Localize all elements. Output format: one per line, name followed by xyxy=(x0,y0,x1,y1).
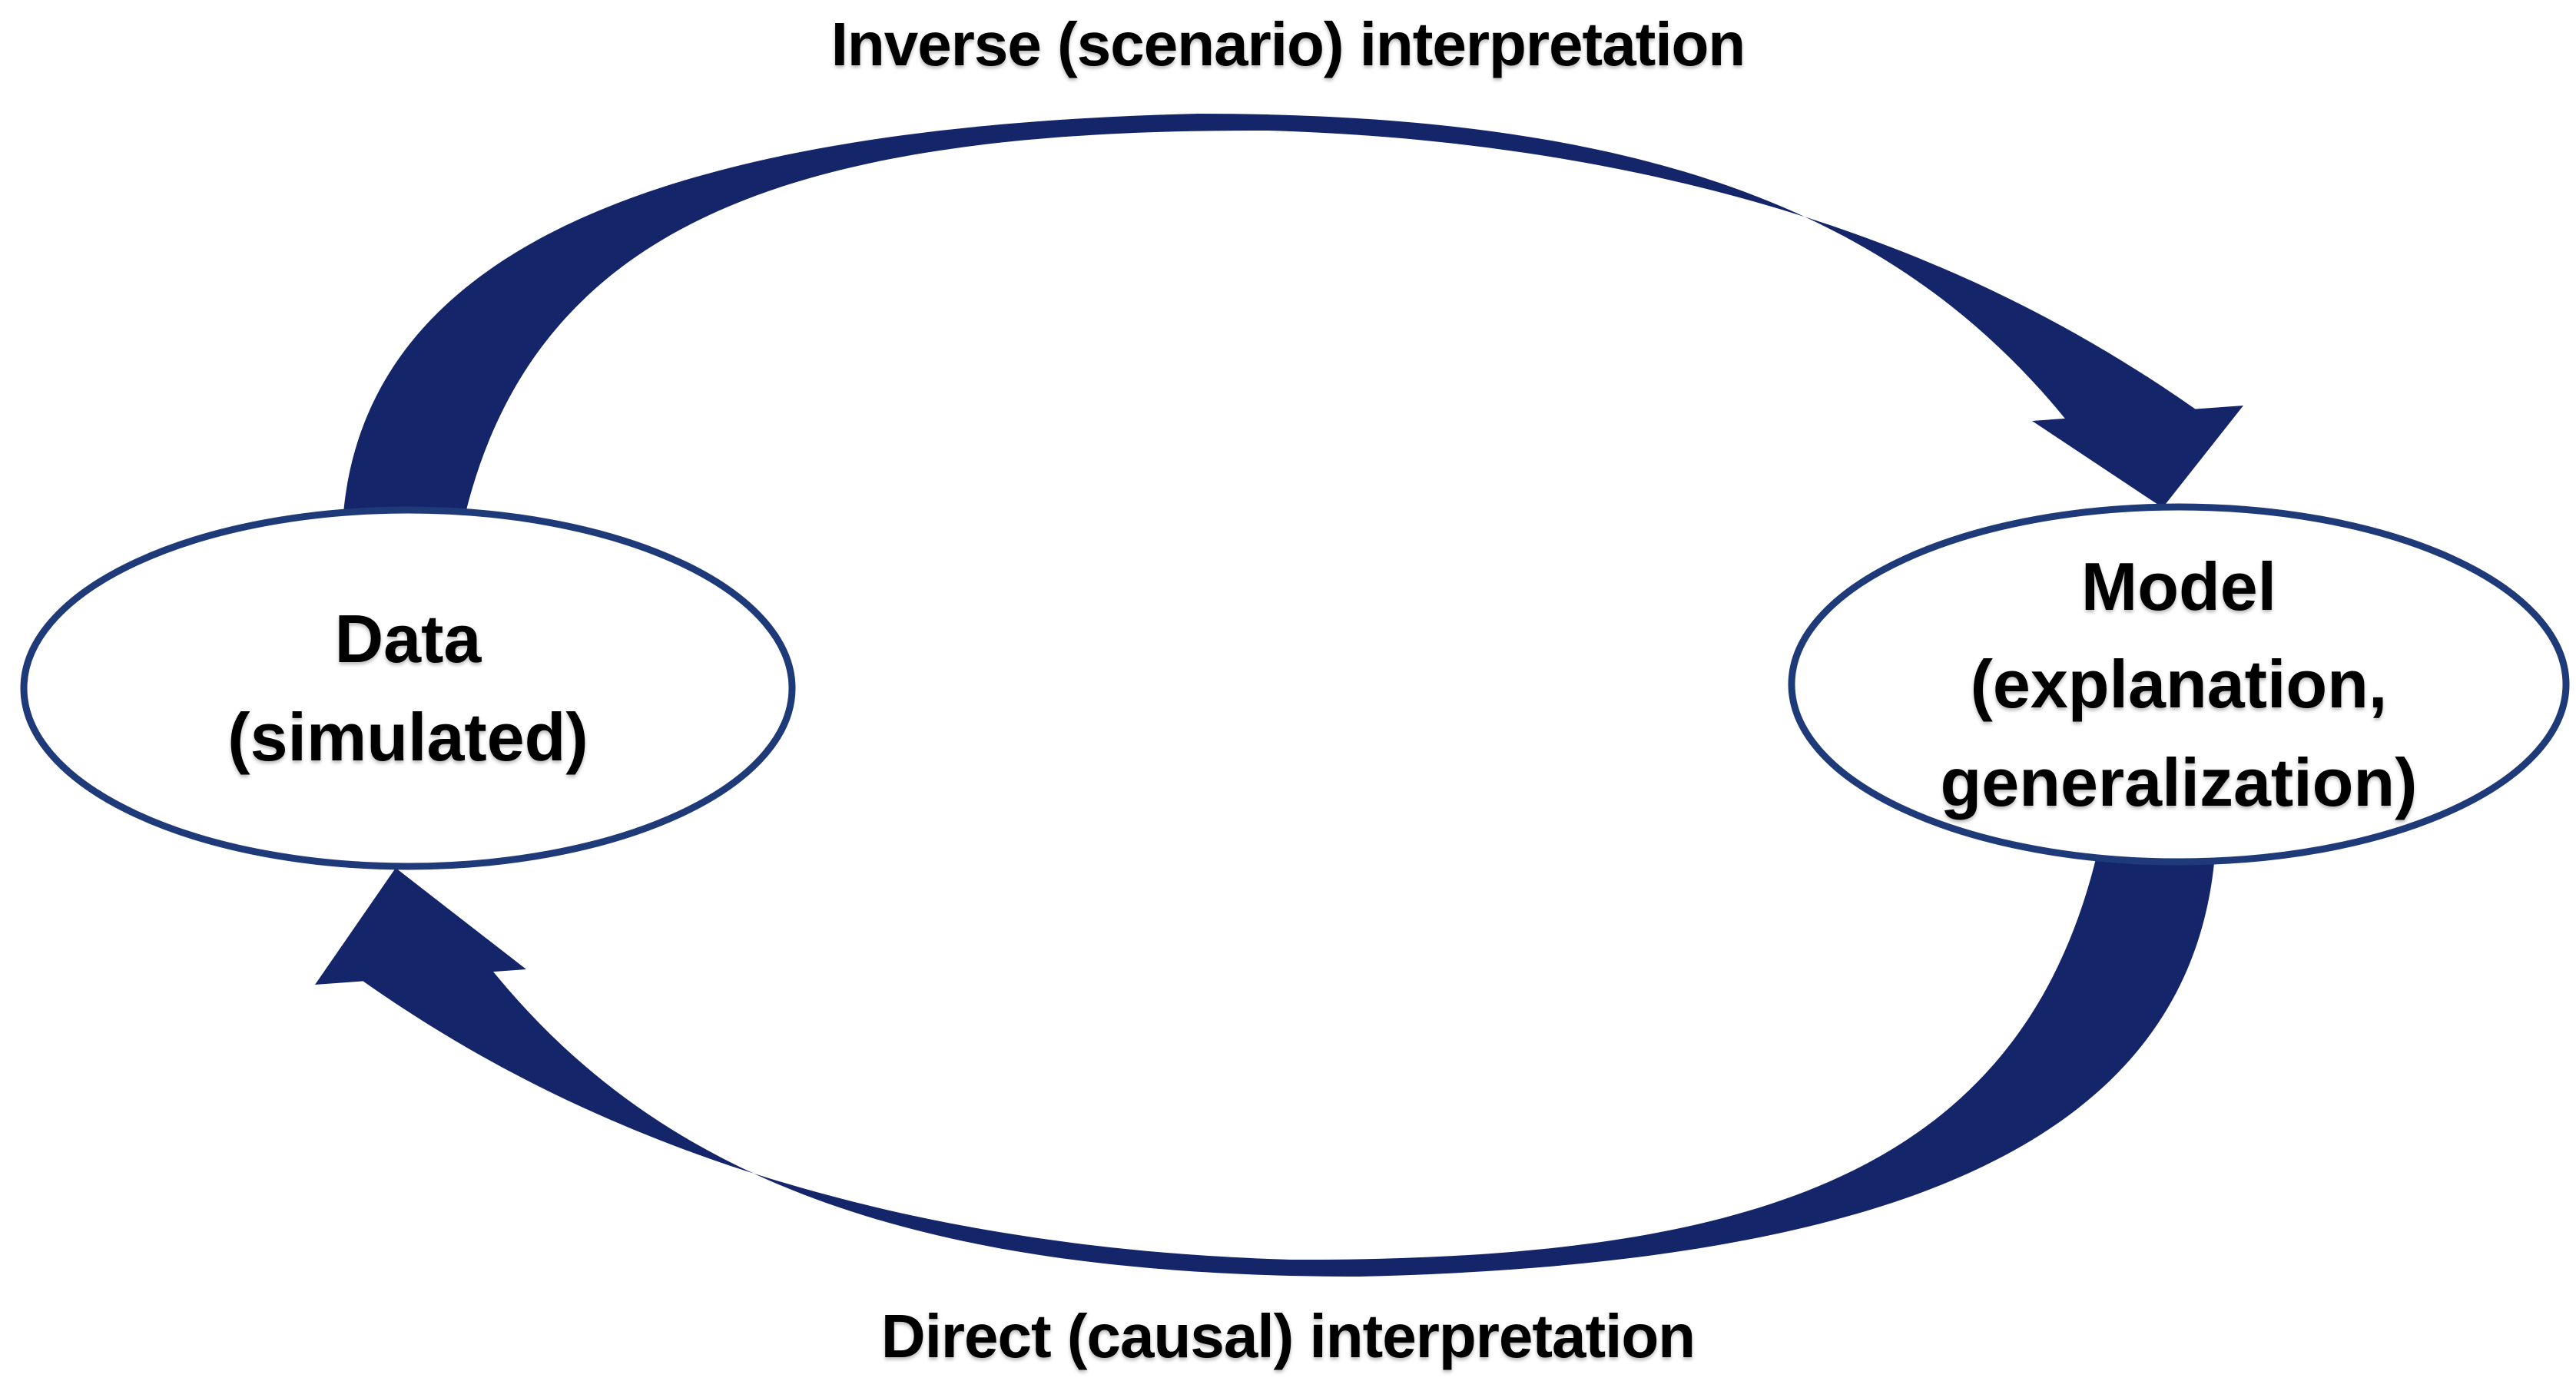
data-node-label: Data (simulated) xyxy=(227,601,588,775)
model-node-ellipse xyxy=(1788,503,2570,866)
direct-arrow-shaft xyxy=(350,845,2216,1277)
model-node-label: Model (explanation, generalization) xyxy=(1940,548,2418,820)
inverse-arrow-label: Inverse (scenario) interpretation xyxy=(830,10,1746,78)
inverse-arrow-shaft xyxy=(343,114,2209,522)
inverse-arrowhead-icon xyxy=(2032,406,2243,508)
direct-arrowhead-icon xyxy=(315,868,526,985)
inverse-arrow xyxy=(343,114,2243,522)
direct-arrow-label: Direct (causal) interpretation xyxy=(880,1302,1696,1370)
direct-arrow xyxy=(315,845,2216,1277)
data-node-ellipse xyxy=(20,506,796,870)
